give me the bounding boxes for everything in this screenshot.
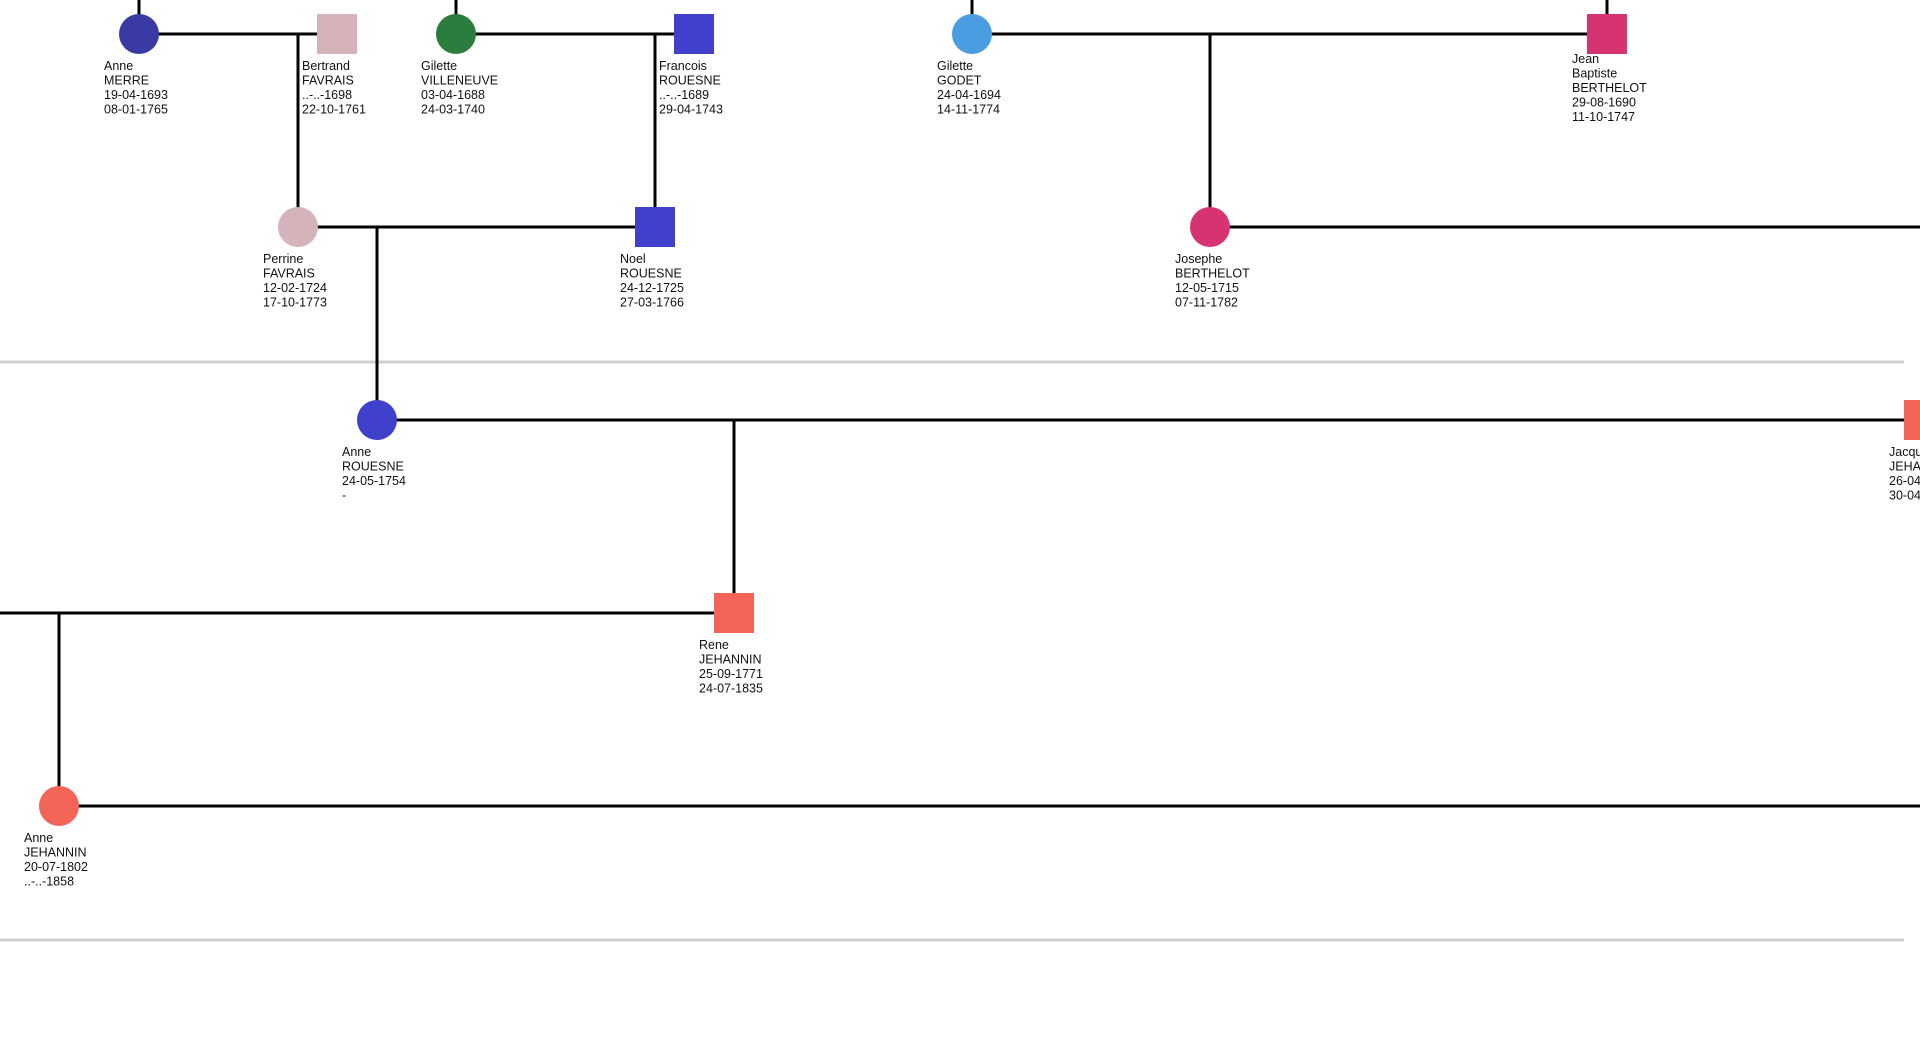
person-label-line: JEHANNIN bbox=[699, 653, 762, 667]
person-label-line: Gilette bbox=[421, 59, 457, 73]
person-label-line: GODET bbox=[937, 74, 982, 88]
female-node-icon[interactable] bbox=[436, 14, 476, 54]
person-label-line: 24-12-1725 bbox=[620, 281, 684, 295]
person-label-line: 24-04-1694 bbox=[937, 88, 1001, 102]
person-label-line: Gilette bbox=[937, 59, 973, 73]
person-label-line: JEHANNIN bbox=[24, 846, 87, 860]
person-label-line: 12-05-1715 bbox=[1175, 281, 1239, 295]
person-label-line: 03-04-1688 bbox=[421, 88, 485, 102]
female-node-icon[interactable] bbox=[1190, 207, 1230, 247]
person-label-line: Baptiste bbox=[1572, 67, 1617, 81]
person-label-line: - bbox=[342, 489, 346, 503]
person-label-line: BERTHELOT bbox=[1175, 267, 1250, 281]
person-label-line: ROUESNE bbox=[342, 460, 404, 474]
person-label-line: 19-04-1693 bbox=[104, 88, 168, 102]
person-label-line: ..-..-1858 bbox=[24, 875, 74, 889]
female-node-icon[interactable] bbox=[39, 786, 79, 826]
female-node-icon[interactable] bbox=[952, 14, 992, 54]
person-label-line: 24-03-1740 bbox=[421, 103, 485, 117]
person-label-line: Jean bbox=[1572, 52, 1599, 66]
female-node-icon[interactable] bbox=[278, 207, 318, 247]
person-label-line: 27-03-1766 bbox=[620, 296, 684, 310]
person-label-line: FAVRAIS bbox=[302, 74, 354, 88]
person-label-line: Anne bbox=[104, 59, 133, 73]
person-label-line: Jacqu bbox=[1889, 445, 1920, 459]
person-label-line: 17-10-1773 bbox=[263, 296, 327, 310]
person-label-line: Francois bbox=[659, 59, 707, 73]
male-node-icon[interactable] bbox=[635, 207, 675, 247]
person-label-line: 08-01-1765 bbox=[104, 103, 168, 117]
connectors bbox=[0, 0, 1920, 808]
male-node-icon[interactable] bbox=[317, 14, 357, 54]
person-label-line: 20-07-1802 bbox=[24, 860, 88, 874]
female-node-icon[interactable] bbox=[119, 14, 159, 54]
person-label-line: ..-..-1689 bbox=[659, 88, 709, 102]
person-label-line: 11-10-1747 bbox=[1572, 110, 1635, 124]
person-label-line: JEHA bbox=[1889, 460, 1920, 474]
person-label-line: Perrine bbox=[263, 252, 303, 266]
person-label-line: VILLENEUVE bbox=[421, 74, 498, 88]
male-node-icon[interactable] bbox=[674, 14, 714, 54]
person-label-line: 26-04 bbox=[1889, 474, 1920, 488]
person-label-line: BERTHELOT bbox=[1572, 81, 1647, 95]
person-label-line: Bertrand bbox=[302, 59, 350, 73]
person-label-line: FAVRAIS bbox=[263, 267, 315, 281]
person-label-line: Anne bbox=[342, 445, 371, 459]
person-label-line: Rene bbox=[699, 638, 729, 652]
person-label-line: 29-08-1690 bbox=[1572, 96, 1636, 110]
person-label-line: 29-04-1743 bbox=[659, 103, 723, 117]
person-label-line: Anne bbox=[24, 831, 53, 845]
person-label-line: 24-05-1754 bbox=[342, 474, 406, 488]
person-label-line: Noel bbox=[620, 252, 646, 266]
female-node-icon[interactable] bbox=[357, 400, 397, 440]
person-label-line: ROUESNE bbox=[659, 74, 721, 88]
person-label-line: 24-07-1835 bbox=[699, 682, 763, 696]
person-label-line: 14-11-1774 bbox=[937, 103, 1000, 117]
person-label-line: 25-09-1771 bbox=[699, 667, 763, 681]
person-label-line: 30-04 bbox=[1889, 489, 1920, 503]
person-label-line: 22-10-1761 bbox=[302, 103, 366, 117]
person-label-line: ROUESNE bbox=[620, 267, 682, 281]
person-label-line: 12-02-1724 bbox=[263, 281, 327, 295]
person-label-line: ..-..-1698 bbox=[302, 88, 352, 102]
male-node-icon[interactable] bbox=[1904, 400, 1920, 440]
male-node-icon[interactable] bbox=[1587, 14, 1627, 54]
person-label-line: 07-11-1782 bbox=[1175, 296, 1238, 310]
person-label-line: Josephe bbox=[1175, 252, 1222, 266]
person-label-line: MERRE bbox=[104, 74, 149, 88]
male-node-icon[interactable] bbox=[714, 593, 754, 633]
